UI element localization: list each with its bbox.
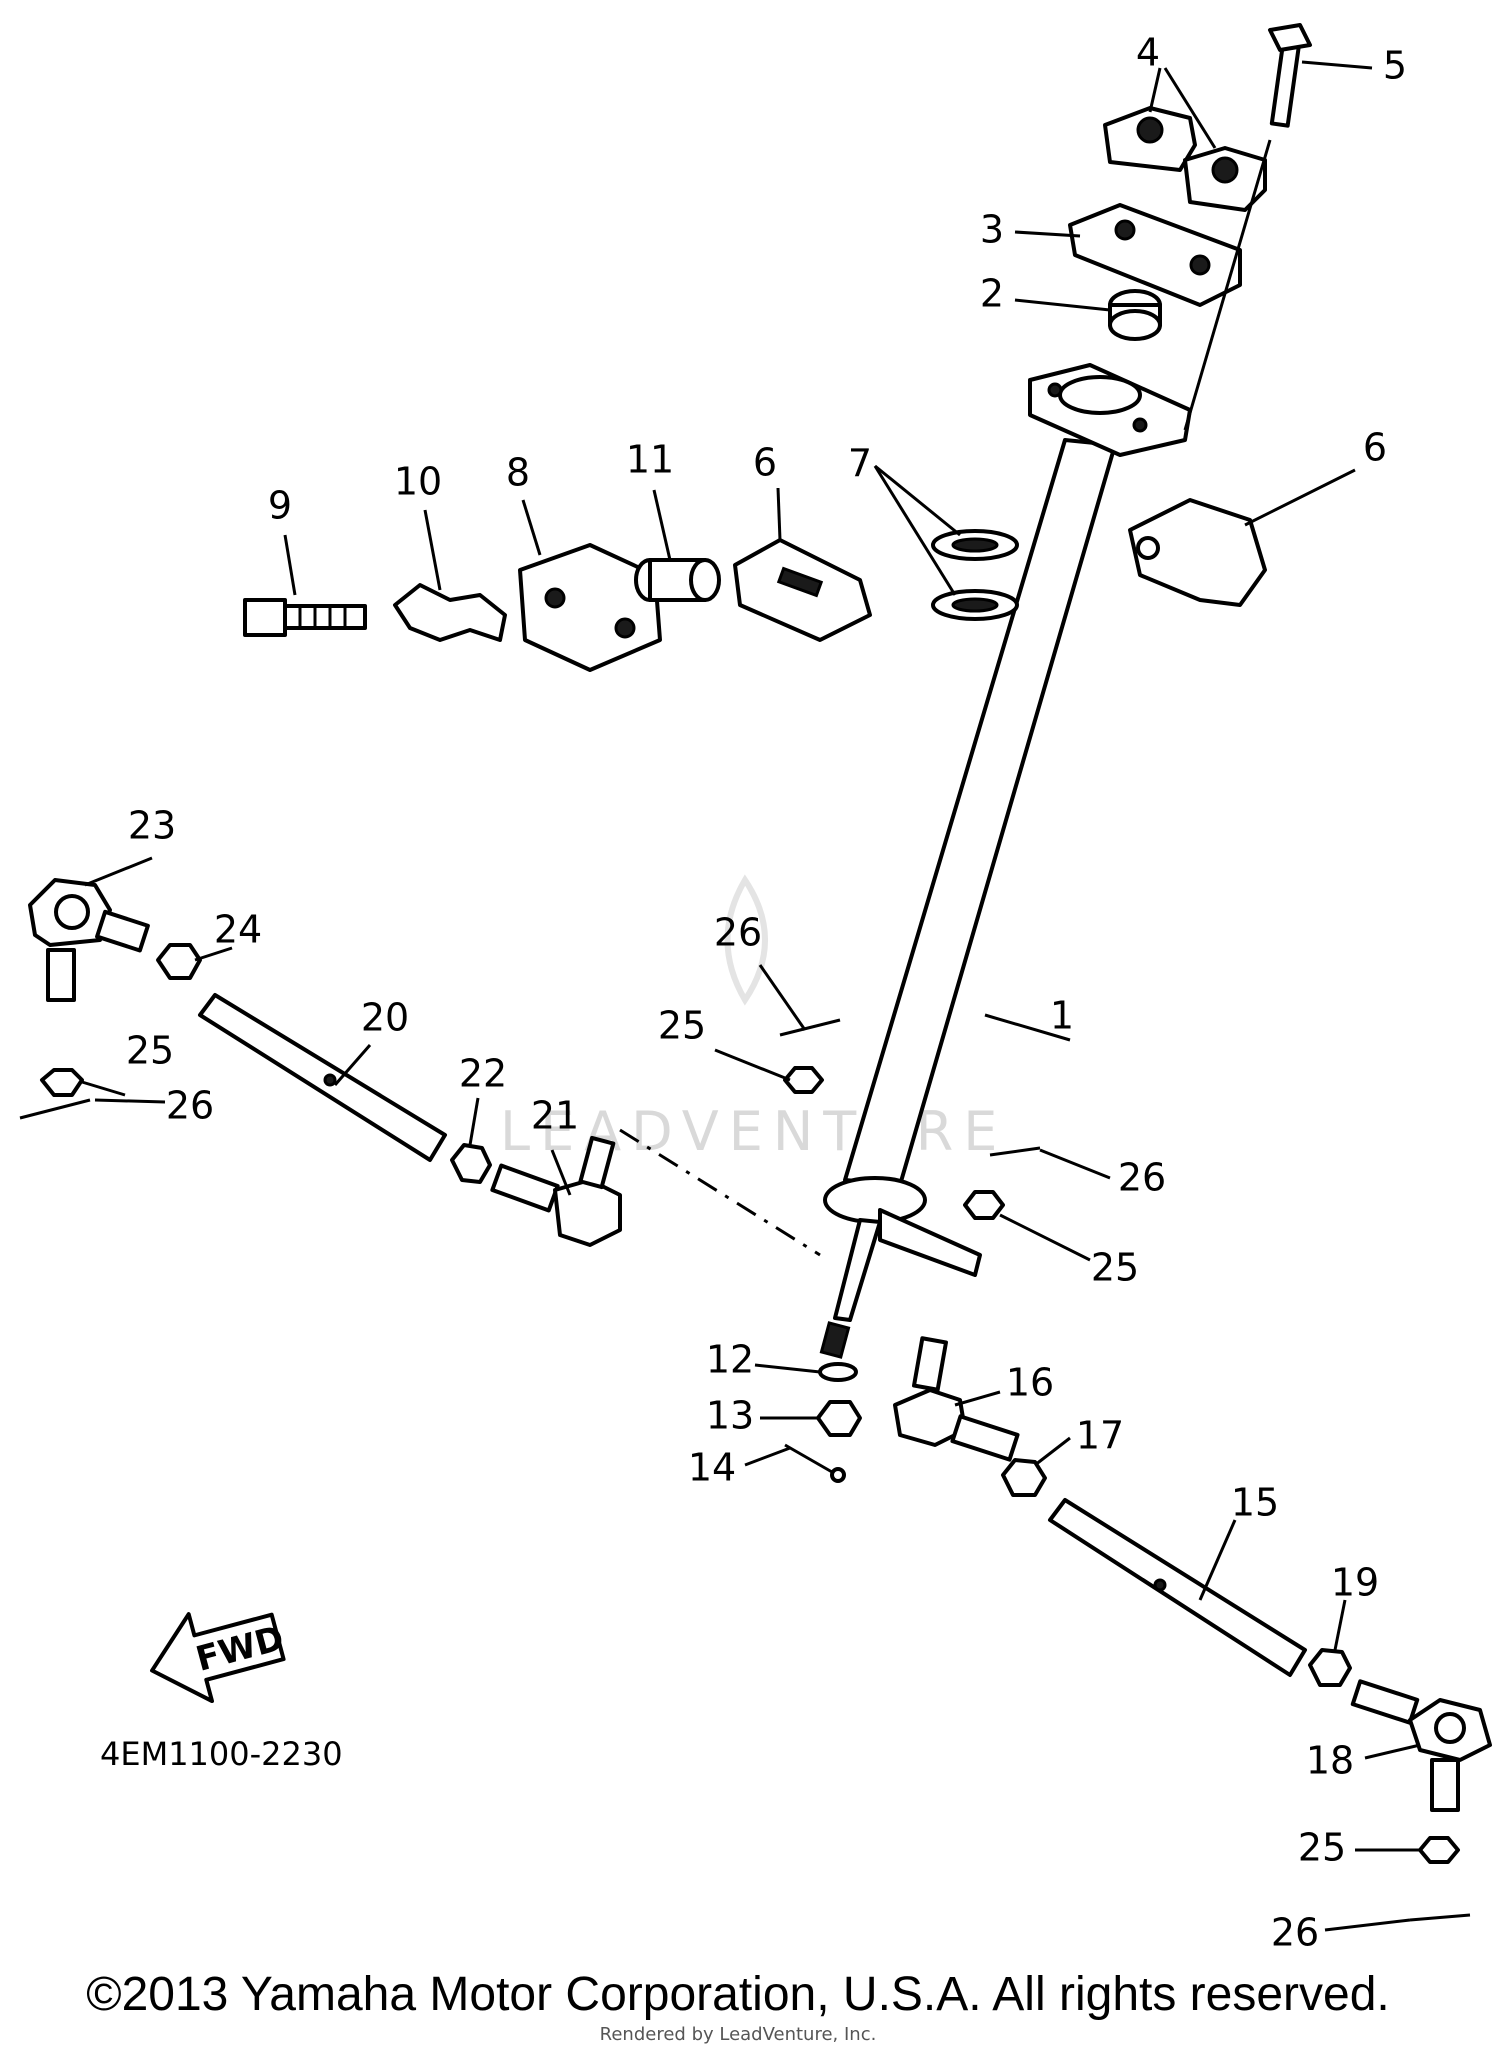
callout-labels: 1 2 3 4 5 6 6 7 8 9 10 11 12 13 14 15 16…	[126, 31, 1407, 1955]
copyright-notice: ©2013 Yamaha Motor Corporation, U.S.A. A…	[86, 1968, 1390, 2021]
callout-4: 4	[1136, 31, 1160, 75]
callout-25-left: 25	[126, 1029, 174, 1073]
callout-6-left: 6	[753, 441, 777, 485]
upper-holder-parts	[1068, 23, 1312, 431]
steering-shaft	[819, 363, 1192, 1359]
callout-25-center: 25	[658, 1004, 706, 1048]
callout-1: 1	[1050, 994, 1074, 1038]
callout-25-bottom: 25	[1298, 1826, 1346, 1870]
callout-13: 13	[706, 1394, 754, 1438]
callout-7: 7	[848, 442, 872, 486]
callout-22: 22	[459, 1052, 507, 1096]
callout-18: 18	[1306, 1739, 1354, 1783]
column-holder-parts	[243, 498, 1267, 672]
drawing-code: 4EM1100-2230	[100, 1735, 343, 1773]
callout-15: 15	[1231, 1481, 1279, 1525]
callout-23: 23	[128, 804, 176, 848]
callout-20: 20	[361, 996, 409, 1040]
callout-16: 16	[1006, 1361, 1054, 1405]
hardware	[19, 1018, 1471, 1922]
callout-9: 9	[268, 484, 292, 528]
callout-25-right: 25	[1091, 1246, 1139, 1290]
rendered-by-note: Rendered by LeadVenture, Inc.	[600, 2024, 877, 2045]
callout-21: 21	[531, 1094, 579, 1138]
callout-6-right: 6	[1363, 426, 1387, 470]
callout-5: 5	[1383, 44, 1407, 88]
callout-26-center: 26	[714, 911, 762, 955]
left-tie-rod	[28, 878, 821, 1257]
callout-11: 11	[626, 438, 674, 482]
callout-19: 19	[1331, 1561, 1379, 1605]
callout-2: 2	[980, 272, 1004, 316]
callout-26-bottom: 26	[1271, 1911, 1319, 1955]
callout-8: 8	[506, 451, 530, 495]
callout-14: 14	[688, 1446, 736, 1490]
callout-26-right: 26	[1118, 1156, 1166, 1200]
callout-24: 24	[214, 908, 262, 952]
fwd-arrow: FWD	[150, 1612, 288, 1704]
callout-12: 12	[706, 1338, 754, 1382]
callout-10: 10	[394, 460, 442, 504]
leader-lines	[81, 60, 1421, 1932]
callout-17: 17	[1076, 1414, 1124, 1458]
callout-26-left: 26	[166, 1084, 214, 1128]
right-tie-rod	[893, 1336, 1492, 1812]
callout-3: 3	[980, 208, 1004, 252]
